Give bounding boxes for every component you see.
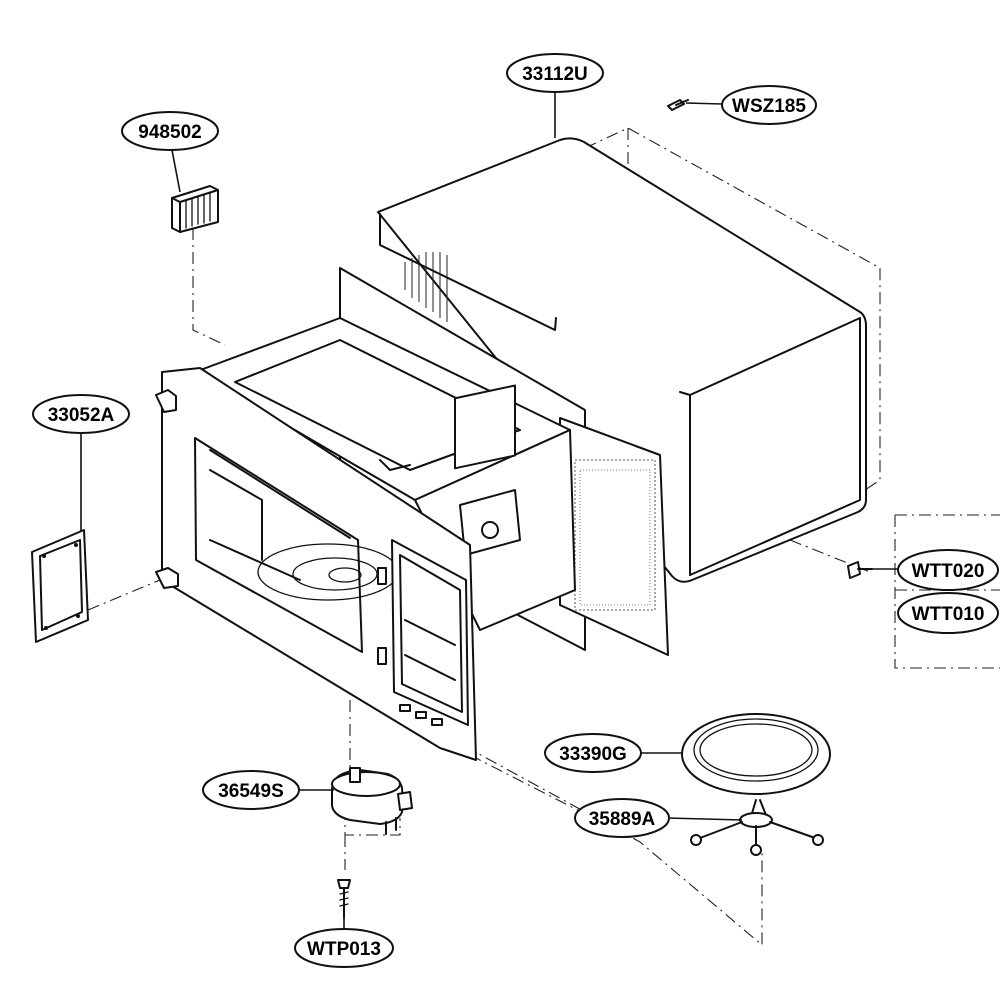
heat-block-part bbox=[171, 185, 219, 233]
outer-cabinet bbox=[377, 137, 867, 583]
part-number-label: 33052A bbox=[48, 405, 115, 426]
part-number-label: 36549S bbox=[218, 781, 284, 802]
cabinet-vents bbox=[404, 252, 448, 322]
part-number-label: 33112U bbox=[522, 64, 588, 85]
callout-948502: 948502 bbox=[121, 111, 219, 151]
part-number-label: 35889A bbox=[589, 809, 656, 830]
wsz185-screw-part bbox=[667, 99, 689, 111]
callout-33112U: 33112U bbox=[506, 53, 604, 93]
waveguide-cover-part bbox=[31, 529, 89, 643]
glass-tray-part bbox=[681, 713, 831, 795]
part-number-label: 948502 bbox=[138, 122, 201, 143]
front-frame bbox=[155, 367, 477, 761]
callout-WTT020: WTT020 bbox=[897, 549, 999, 591]
leader-lines bbox=[80, 92, 898, 932]
part-number-label: 33390G bbox=[559, 744, 627, 765]
callout-36549S: 36549S bbox=[202, 770, 300, 810]
callout-33390G: 33390G bbox=[544, 733, 642, 773]
wtp013-screw-part bbox=[337, 879, 351, 919]
callout-WSZ185: WSZ185 bbox=[721, 85, 817, 125]
part-number-label: WTT010 bbox=[912, 604, 985, 625]
wtt020-screw-part bbox=[847, 561, 873, 579]
part-number-label: WTT020 bbox=[912, 561, 985, 582]
part-number-label: WTP013 bbox=[307, 939, 381, 960]
callout-WTP013: WTP013 bbox=[294, 928, 394, 968]
callout-33052A: 33052A bbox=[32, 394, 130, 434]
oven-cavity bbox=[194, 267, 669, 656]
callout-WTT010: WTT010 bbox=[897, 592, 999, 634]
turntable-motor-part bbox=[331, 767, 413, 835]
callout-35889A: 35889A bbox=[574, 798, 670, 838]
roller-guide-part bbox=[690, 799, 824, 856]
part-number-label: WSZ185 bbox=[732, 96, 806, 117]
